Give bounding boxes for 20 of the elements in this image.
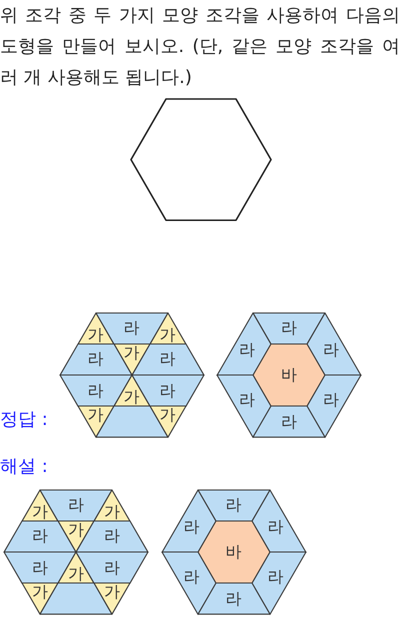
triangle-piece: 가 <box>94 583 130 614</box>
trapezoid-piece: 라 <box>198 583 270 614</box>
hexagon-piece: 바 <box>198 520 270 584</box>
section-label: 정답 : <box>0 408 48 431</box>
trapezoid-piece: 라 <box>252 490 306 552</box>
hexagon-outline <box>130 99 270 221</box>
trapezoid-piece: 라 <box>162 490 216 552</box>
trapezoid-piece: 라 <box>307 312 361 375</box>
section-label: 해설 : <box>0 455 48 478</box>
trapezoid-piece: 라 <box>253 406 325 438</box>
trapezoid-piece: 라 <box>162 552 216 614</box>
hexagon-piece: 바 <box>253 344 325 406</box>
triangle-piece: 가 <box>150 312 186 344</box>
triangle-piece: 가 <box>94 490 130 521</box>
trapezoid-piece: 라 <box>307 375 361 438</box>
trapezoid-piece: 라 <box>252 552 306 614</box>
triangle-piece: 가 <box>150 406 186 438</box>
trapezoid-piece: 라 <box>217 312 271 375</box>
trapezoid-piece: 라 <box>217 375 271 438</box>
question-text: 위 조각 중 두 가지 모양 조각을 사용하여 다음의 도형을 만들어 보시오. (단, 같은 모양 조각을 여러 개 사용해도 됩니다.) <box>0 4 400 90</box>
